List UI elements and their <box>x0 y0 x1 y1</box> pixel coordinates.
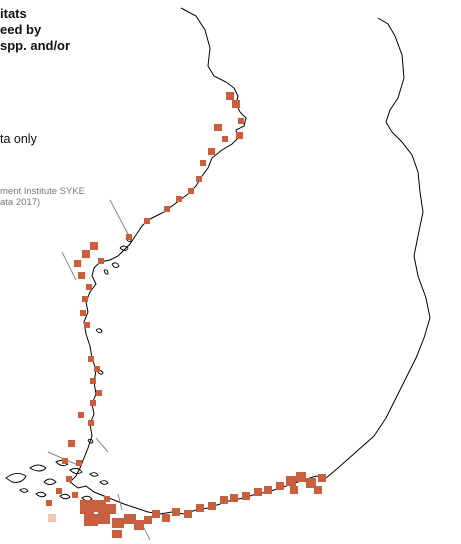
eastern-border-line <box>325 17 431 479</box>
island-outline <box>87 236 132 444</box>
northwest-border-line <box>180 7 235 89</box>
occurrence-cell-light <box>48 514 56 522</box>
legend-title: itats eed by spp. and/or <box>0 6 71 53</box>
occurrence-cells <box>46 92 326 538</box>
legend-note: ta only <box>0 132 37 146</box>
archipelago-outline <box>5 459 109 502</box>
source-credit: ment Institute SYKE ata 2017) <box>0 186 86 208</box>
west-coastline <box>69 87 247 483</box>
admin-boundaries <box>47 199 151 541</box>
